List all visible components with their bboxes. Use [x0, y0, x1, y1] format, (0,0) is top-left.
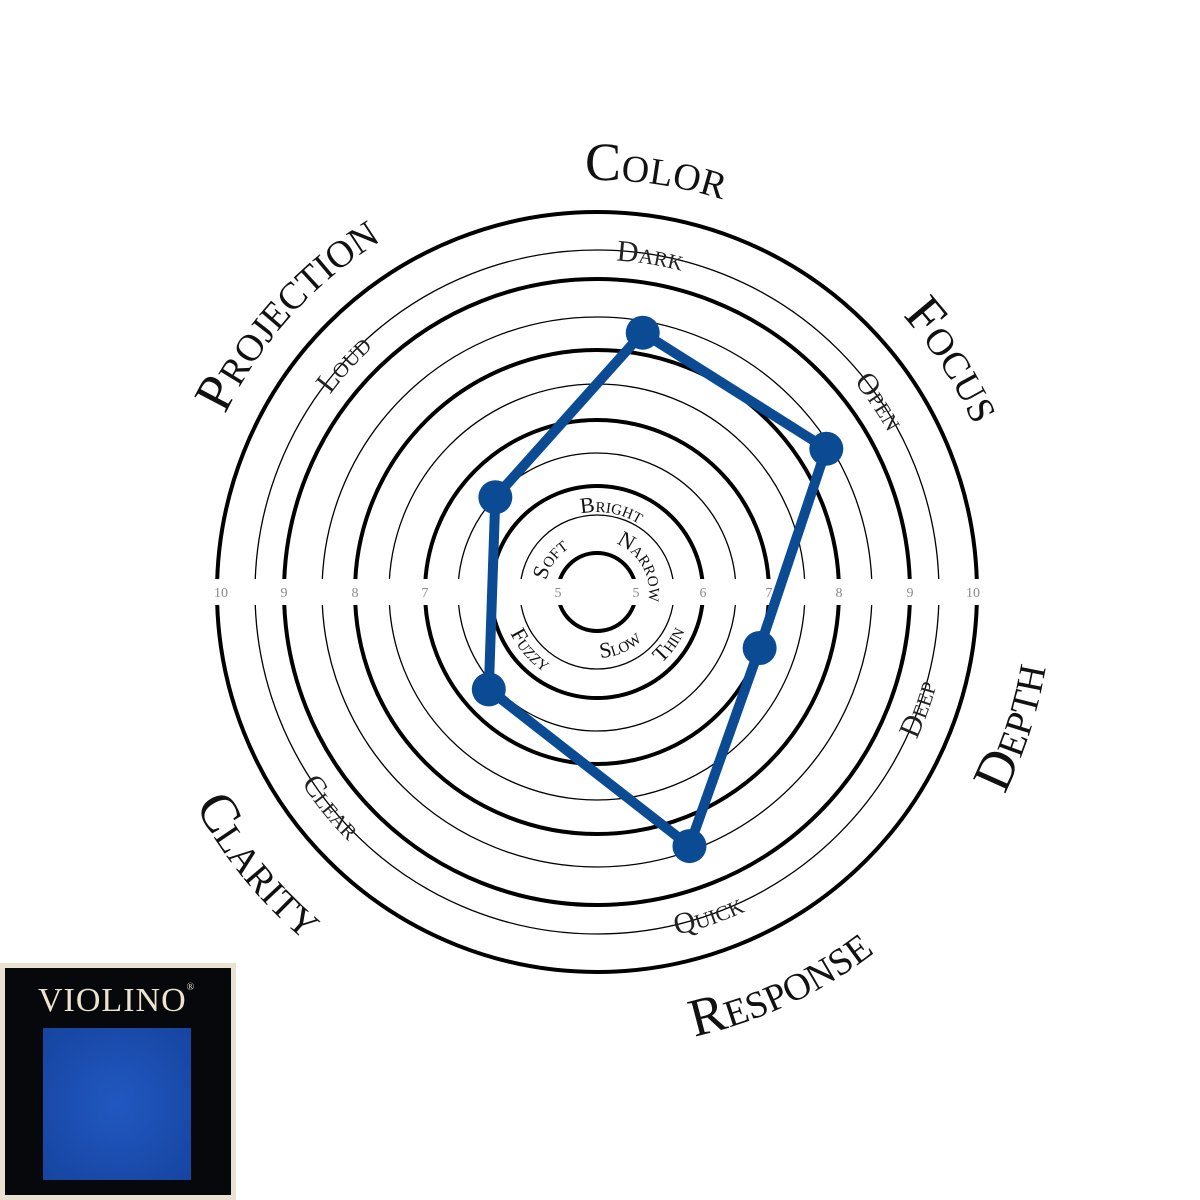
tick-label: 7: [766, 586, 773, 601]
data-point: [478, 480, 513, 515]
tick-label: 9: [907, 586, 914, 601]
tick-label: 8: [836, 586, 843, 601]
pole-label-inner: Fuzzy: [506, 624, 556, 677]
tick-band: [195, 579, 995, 605]
tick-label: 5: [555, 586, 562, 601]
tick-label: 5: [633, 586, 640, 601]
data-point: [672, 829, 707, 864]
data-series: [471, 315, 844, 864]
category-label: Depth: [961, 658, 1058, 799]
pole-label-inner: Thin: [647, 622, 689, 667]
tick-label: 9: [281, 586, 288, 601]
tick-label: 6: [700, 586, 707, 601]
tick-label: 8: [352, 586, 359, 601]
category-label: Response: [682, 914, 882, 1049]
category-label: Projection: [182, 201, 388, 420]
pole-label-outer: Quick: [670, 887, 748, 941]
tick-label: 10: [966, 586, 980, 601]
pole-label-outer: Dark: [615, 234, 687, 277]
tick-label: 7: [422, 586, 429, 601]
category-label: Color: [585, 132, 737, 211]
data-point: [625, 315, 660, 350]
tick-label: 10: [214, 586, 228, 601]
logo-brand-text: VIOLINO®: [38, 982, 196, 1019]
pole-label-outer: Open: [849, 366, 911, 436]
category-label: Focus: [894, 284, 1018, 430]
data-point: [742, 630, 777, 665]
logo-blue-square: [43, 1028, 191, 1180]
pole-label-inner: Bright: [579, 492, 649, 528]
data-point: [809, 431, 844, 466]
pole-label-inner: Soft: [527, 532, 572, 582]
violino-logo: VIOLINO®: [0, 963, 236, 1200]
data-point: [471, 672, 506, 707]
pole-label-outer: Deep: [893, 677, 944, 742]
